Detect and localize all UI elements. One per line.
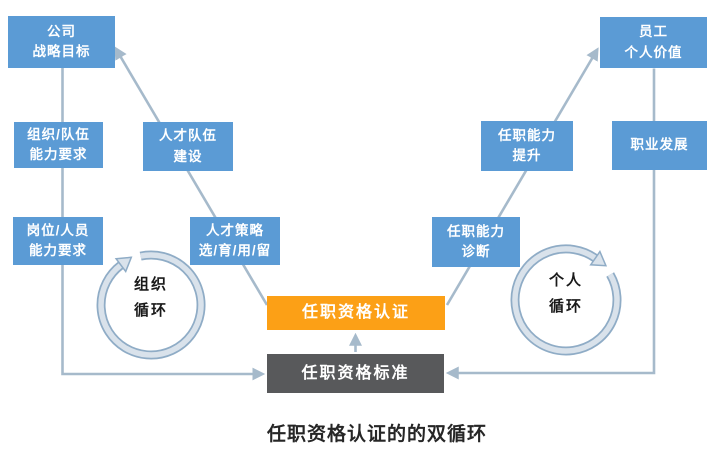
company-goal-line2: 战略目标 <box>32 44 91 59</box>
ability-diagnosis-line1: 任职能力 <box>447 223 505 239</box>
personal-cycle-line2: 循环 <box>548 297 583 315</box>
talent-strategy-line2: 选/育/用/留 <box>198 243 272 258</box>
position-requirement-line2: 能力要求 <box>29 243 87 258</box>
personal-cycle-arrow <box>510 244 622 356</box>
connector-right-elbow <box>445 68 656 380</box>
talent-strategy-line1: 人才策略 <box>206 222 264 238</box>
organization-cycle-arrowhead-icon <box>114 256 133 274</box>
connector-left-diagonal <box>114 46 269 306</box>
qualification-certification-node: 任职资格认证 <box>267 296 445 330</box>
career-development-label: 职业发展 <box>630 137 689 153</box>
position-requirement-line1: 岗位/人员 <box>26 222 90 238</box>
career-development-node: 职业发展 <box>612 121 707 170</box>
company-goal-line1: 公司 <box>47 23 76 39</box>
talent-strategy-node: 人才策略 选/育/用/留 <box>190 217 280 265</box>
employee-value-node: 员工 个人价值 <box>600 17 707 68</box>
org-requirement-node: 组织/队伍 能力要求 <box>14 122 103 168</box>
ability-improvement-node: 任职能力 提升 <box>481 121 573 171</box>
talent-team-building-line2: 建设 <box>173 148 203 164</box>
personal-cycle-arrowhead-icon <box>589 250 608 267</box>
company-goal-node: 公司 战略目标 <box>8 16 115 68</box>
diagram-caption: 任职资格认证的的双循环 <box>266 424 487 445</box>
connector-left-elbow <box>61 68 266 381</box>
org-requirement-line1: 组织/队伍 <box>27 126 90 142</box>
ability-diagnosis-line2: 诊断 <box>461 244 491 259</box>
ability-diagnosis-node: 任职能力 诊断 <box>432 217 520 267</box>
personal-cycle-line1: 个人 <box>548 272 583 289</box>
organization-cycle-label: 组织 循环 <box>111 272 191 323</box>
qualification-standard-node: 任职资格标准 <box>267 354 444 393</box>
organization-cycle-line1: 组织 <box>133 276 168 293</box>
qualification-standard-label: 任职资格标准 <box>301 364 410 382</box>
personal-cycle-label: 个人 循环 <box>526 268 606 319</box>
organization-cycle-line2: 循环 <box>133 301 168 319</box>
employee-value-line2: 个人价值 <box>624 44 683 60</box>
position-requirement-node: 岗位/人员 能力要求 <box>13 217 103 265</box>
ability-improvement-line2: 提升 <box>512 148 542 163</box>
qualification-certification-label: 任职资格认证 <box>301 304 410 321</box>
organization-cycle-arrow <box>96 250 206 360</box>
ability-improvement-line1: 任职能力 <box>498 127 556 143</box>
org-requirement-line2: 能力要求 <box>29 147 88 162</box>
employee-value-line1: 员工 <box>639 24 668 40</box>
talent-team-building-line1: 人才队伍 <box>159 128 217 144</box>
talent-team-building-node: 人才队伍 建设 <box>143 122 233 171</box>
